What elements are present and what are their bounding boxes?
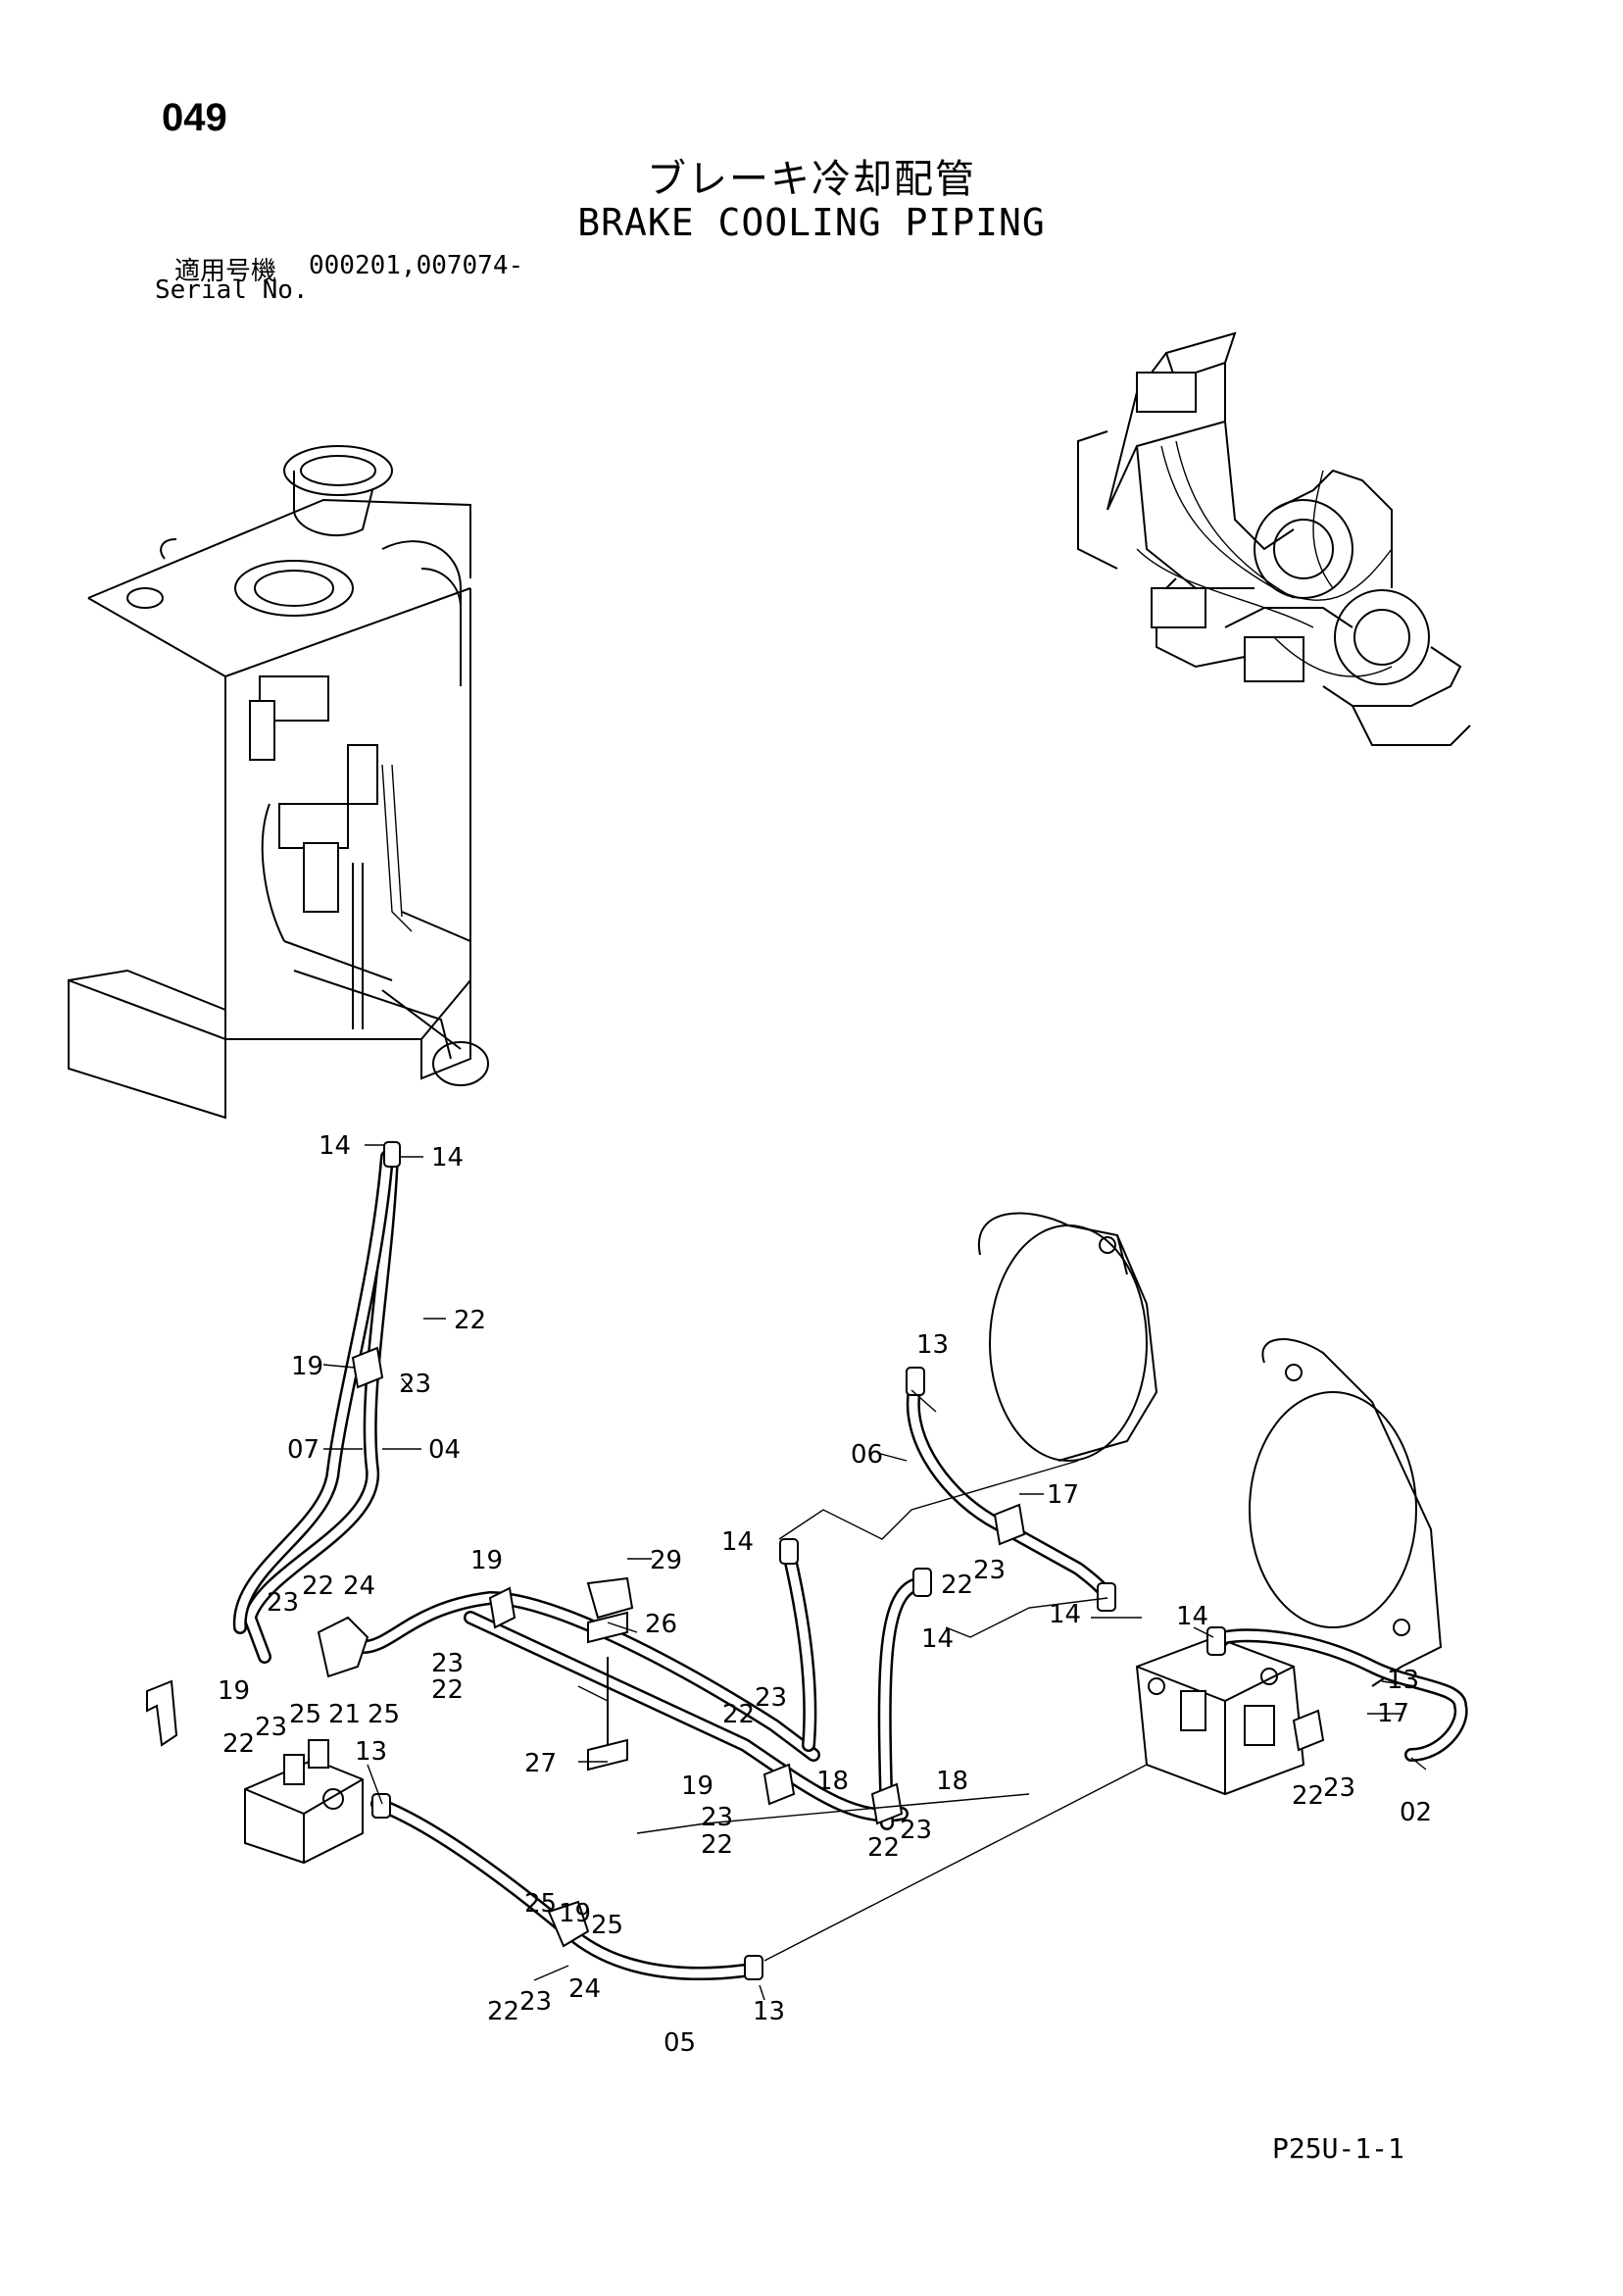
callout-19-d: 19 [681,1772,713,1801]
title-japanese: ブレーキ冷却配管 [647,157,976,202]
callout-22-e: 22 [722,1700,755,1729]
page-number: 049 [162,96,227,139]
callout-26: 26 [645,1610,677,1639]
callout-25-c: 25 [524,1889,557,1919]
callout-22-a: 22 [454,1306,486,1335]
callout-23-a: 23 [399,1370,431,1399]
callout-22-g: 22 [941,1571,973,1600]
callout-13-b: 13 [1387,1666,1419,1695]
callout-22-b: 22 [302,1572,334,1601]
hydraulic-tank [68,445,489,1120]
callout-07: 07 [287,1435,320,1465]
callout-23-g: 23 [973,1556,1006,1585]
callout-05: 05 [664,2028,696,2058]
callout-25-d: 25 [591,1911,623,1940]
callout-23-e: 23 [755,1683,787,1713]
callout-23-d: 23 [431,1649,464,1678]
hose-lines [232,1141,1468,1981]
callout-18-a: 18 [816,1767,849,1796]
valve-blocks [146,1635,1305,1865]
callout-17-b: 17 [1377,1699,1409,1728]
callout-14-f: 14 [1176,1602,1208,1631]
callout-14-a: 14 [319,1131,351,1161]
callout-13-c: 13 [355,1737,387,1767]
callout-29: 29 [650,1546,682,1575]
serial-label-english: Serial No. [155,275,309,305]
callout-22-f: 22 [701,1830,733,1860]
callout-14-c: 14 [721,1527,754,1557]
brake-housings [977,1212,1443,1687]
footer-code: P25U-1-1 [1272,2132,1404,2165]
overview-assembly [1077,331,1471,746]
callout-27: 27 [524,1749,557,1778]
callout-23-j: 23 [519,1987,552,2017]
callout-17-a: 17 [1047,1480,1079,1510]
callout-19-a: 19 [291,1352,323,1381]
callout-24-a: 24 [343,1572,375,1601]
callout-14-e: 14 [1049,1600,1081,1629]
callout-22-c: 22 [222,1729,255,1759]
callout-22-i: 22 [1292,1781,1324,1811]
callout-22-d: 22 [431,1675,464,1705]
callout-21: 21 [328,1700,361,1729]
callout-23-b: 23 [267,1588,299,1618]
callouts: 14 14 22 19 23 07 04 23 22 24 19 23 22 2… [218,1131,1432,2058]
callout-02: 02 [1400,1798,1432,1827]
callout-19-c: 19 [470,1546,503,1575]
callout-18-b: 18 [936,1767,968,1796]
callout-23-h: 23 [900,1816,932,1845]
title-english: BRAKE COOLING PIPING [577,201,1046,244]
callout-24-b: 24 [568,1974,601,2004]
leader-lines [322,1144,1427,2001]
callout-25-b: 25 [368,1700,400,1729]
callout-19-e: 19 [559,1899,591,1928]
callout-06: 06 [851,1440,883,1470]
callout-25-a: 25 [289,1700,321,1729]
callout-13-d: 13 [753,1997,785,2026]
callout-22-h: 22 [867,1833,900,1863]
callout-19-b: 19 [218,1676,250,1706]
callout-14-d: 14 [921,1624,954,1654]
callout-23-f: 23 [701,1803,733,1832]
callout-13-a: 13 [916,1330,949,1360]
callout-04: 04 [428,1435,461,1465]
callout-14-b: 14 [431,1143,464,1173]
serial-label-japanese: 適用号機 [174,257,277,286]
callout-23-i: 23 [1323,1773,1355,1803]
callout-22-j: 22 [487,1997,519,2026]
callout-23-c: 23 [255,1713,287,1742]
serial-numbers: 000201,007074- [309,251,524,280]
